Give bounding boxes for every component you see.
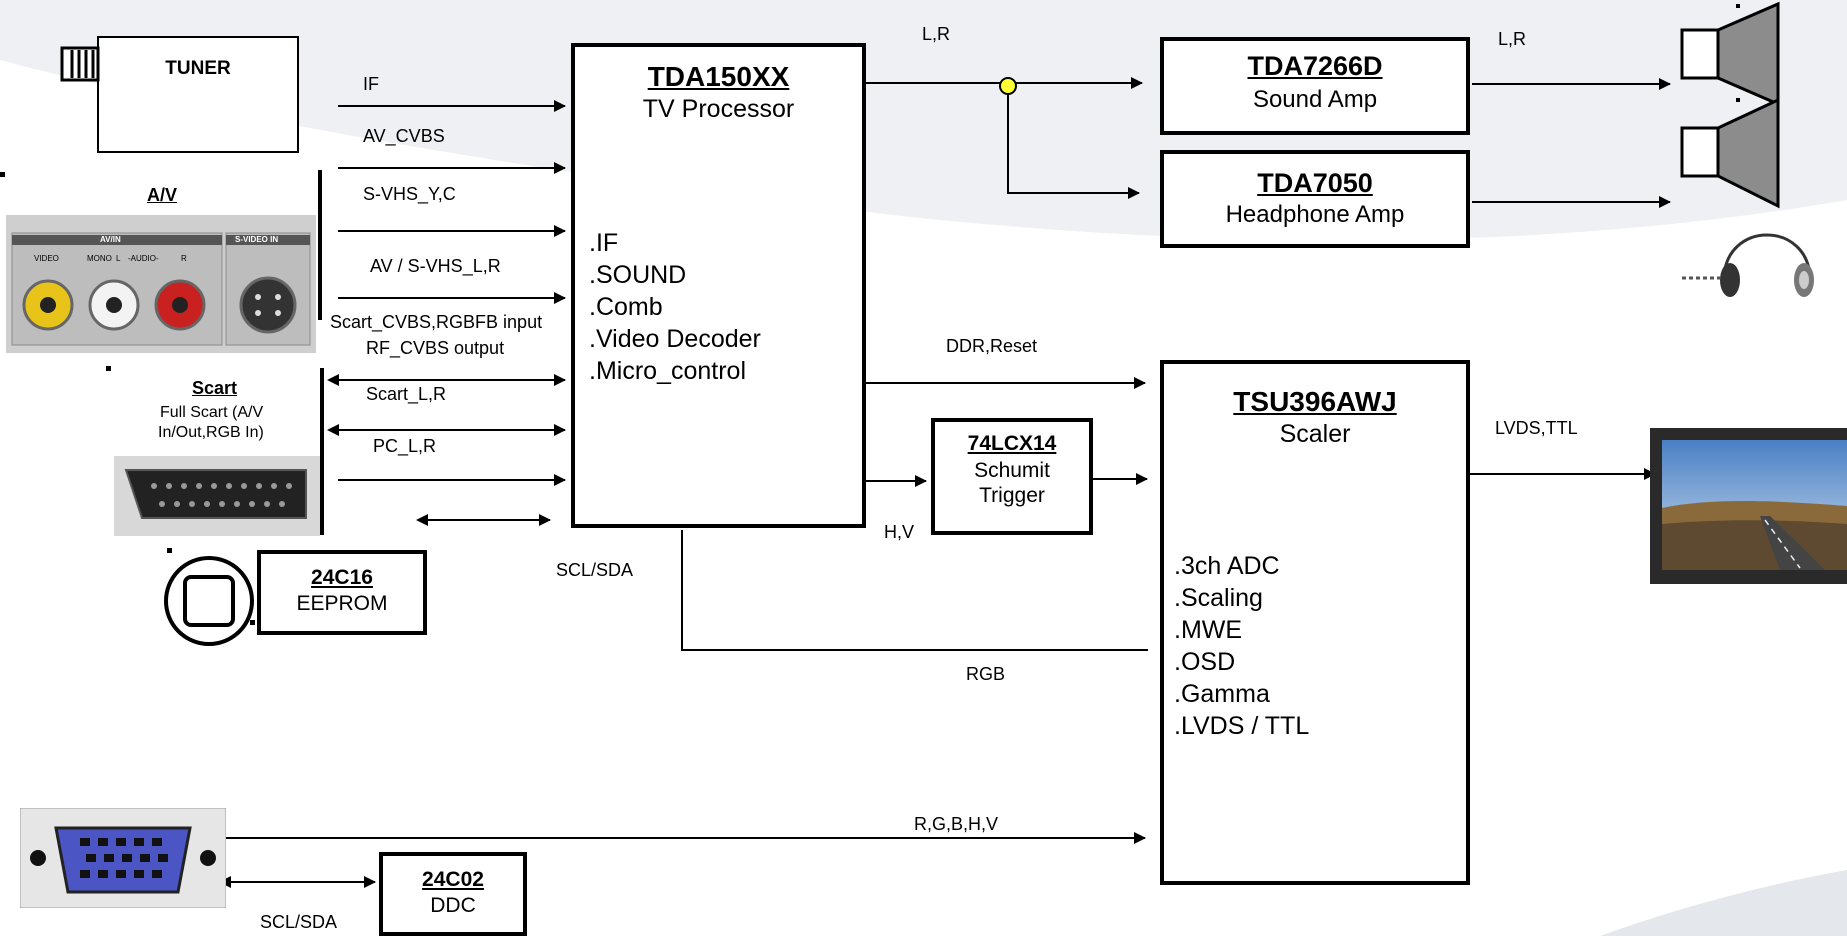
tsu396awj-features: .3ch ADC .Scaling .MWE .OSD .Gamma .LVDS… xyxy=(1174,550,1309,742)
lcd-panel-icon xyxy=(1650,428,1847,584)
ddc-subtitle: DDC xyxy=(383,894,523,918)
tda150xx-feature-micro-control: .Micro_control xyxy=(589,355,761,387)
label-rf-cvbs: RF_CVBS output xyxy=(366,338,504,359)
scart-desc-line2: In/Out,RGB In) xyxy=(158,424,264,442)
label-ddr-reset: DDR,Reset xyxy=(946,336,1037,357)
tda7050-box: TDA7050 Headphone Amp xyxy=(1160,150,1470,248)
tda7050-subtitle: Headphone Amp xyxy=(1164,201,1466,229)
jack-audio-label: -AUDIO- xyxy=(128,254,159,263)
label-rgbhv: R,G,B,H,V xyxy=(914,814,998,835)
eeprom-24c16-box: 24C16 EEPROM xyxy=(257,550,427,635)
tsu396awj-box: TSU396AWJ Scaler .3ch ADC .Scaling .MWE … xyxy=(1160,360,1470,885)
jack-l-label: L xyxy=(116,254,120,263)
label-scart-lr: Scart_L,R xyxy=(366,384,446,405)
tsu396awj-feature-adc: .3ch ADC xyxy=(1174,550,1309,582)
tda150xx-subtitle: TV Processor xyxy=(575,95,862,124)
tsu396awj-feature-mwe: .MWE xyxy=(1174,614,1309,646)
74lcx14-line2: Trigger xyxy=(935,484,1089,508)
junction-dot xyxy=(1000,78,1016,94)
yellow-jack-icon xyxy=(24,281,72,329)
tsu396awj-title: TSU396AWJ xyxy=(1164,386,1466,418)
jack-r-label: R xyxy=(181,254,187,263)
tda7266d-box: TDA7266D Sound Amp xyxy=(1160,37,1470,135)
av-in-header: AV/IN xyxy=(100,235,121,244)
tda150xx-feature-sound: .SOUND xyxy=(589,259,761,291)
label-lr-speaker: L,R xyxy=(1498,29,1526,50)
label-lvds-ttl: LVDS,TTL xyxy=(1495,418,1578,439)
line-rgb xyxy=(682,530,1148,650)
ddc-24c02-box: 24C02 DDC xyxy=(379,852,527,936)
vga-connector-icon xyxy=(20,808,226,908)
red-jack-icon xyxy=(156,281,204,329)
tuner-label: TUNER xyxy=(99,58,297,80)
tda7266d-subtitle: Sound Amp xyxy=(1164,86,1466,114)
ddc-title: 24C02 xyxy=(383,868,523,892)
label-if: IF xyxy=(363,74,379,95)
label-rgb: RGB xyxy=(966,664,1005,685)
label-av-svhs-lr: AV / S-VHS_L,R xyxy=(370,256,501,277)
label-scart-cvbs: Scart_CVBS,RGBFB input xyxy=(330,312,542,333)
jack-mono-label: MONO xyxy=(87,254,112,263)
tda150xx-feature-if: .IF xyxy=(589,227,761,259)
74lcx14-line1: Schumit xyxy=(935,459,1089,483)
tda150xx-features: .IF .SOUND .Comb .Video Decoder .Micro_c… xyxy=(589,227,761,387)
s-video-jack-icon xyxy=(241,278,295,332)
tda150xx-feature-video-decoder: .Video Decoder xyxy=(589,323,761,355)
scart-connector-icon xyxy=(114,456,320,536)
tda150xx-feature-comb: .Comb xyxy=(589,291,761,323)
tsu396awj-feature-gamma: .Gamma xyxy=(1174,678,1309,710)
tda150xx-box: TDA150XX TV Processor .IF .SOUND .Comb .… xyxy=(571,43,866,528)
jack-video-label: VIDEO xyxy=(34,254,59,263)
scart-title: Scart xyxy=(192,378,237,399)
tuner-connector-icon xyxy=(60,46,100,82)
headphone-icon xyxy=(1680,210,1820,310)
label-svhs-yc: S-VHS_Y,C xyxy=(363,184,456,205)
label-av-cvbs: AV_CVBS xyxy=(363,126,445,147)
74lcx14-box: 74LCX14 Schumit Trigger xyxy=(931,418,1093,535)
power-button-icon xyxy=(163,555,255,647)
tsu396awj-feature-lvds-ttl: .LVDS / TTL xyxy=(1174,710,1309,742)
white-jack-icon xyxy=(90,281,138,329)
label-lr-top: L,R xyxy=(922,24,950,45)
tda150xx-title: TDA150XX xyxy=(575,61,862,93)
tsu396awj-subtitle: Scaler xyxy=(1164,420,1466,449)
label-scl-sda-2: SCL/SDA xyxy=(260,912,337,933)
speaker-icon xyxy=(1680,0,1780,210)
eeprom-subtitle: EEPROM xyxy=(261,592,423,616)
arrow-to-headphone-amp xyxy=(1008,83,1139,193)
74lcx14-title: 74LCX14 xyxy=(935,432,1089,456)
av-title: A/V xyxy=(147,185,177,206)
tda7266d-title: TDA7266D xyxy=(1164,51,1466,82)
label-pc-lr: PC_L,R xyxy=(373,436,436,457)
label-hv: H,V xyxy=(884,522,914,543)
label-scl-sda-1: SCL/SDA xyxy=(556,560,633,581)
eeprom-title: 24C16 xyxy=(261,566,423,590)
tsu396awj-feature-scaling: .Scaling xyxy=(1174,582,1309,614)
s-video-header: S-VIDEO IN xyxy=(235,235,278,244)
tuner-box: TUNER xyxy=(97,36,299,153)
tda7050-title: TDA7050 xyxy=(1164,168,1466,199)
tsu396awj-feature-osd: .OSD xyxy=(1174,646,1309,678)
scart-desc-line1: Full Scart (A/V xyxy=(160,404,263,422)
